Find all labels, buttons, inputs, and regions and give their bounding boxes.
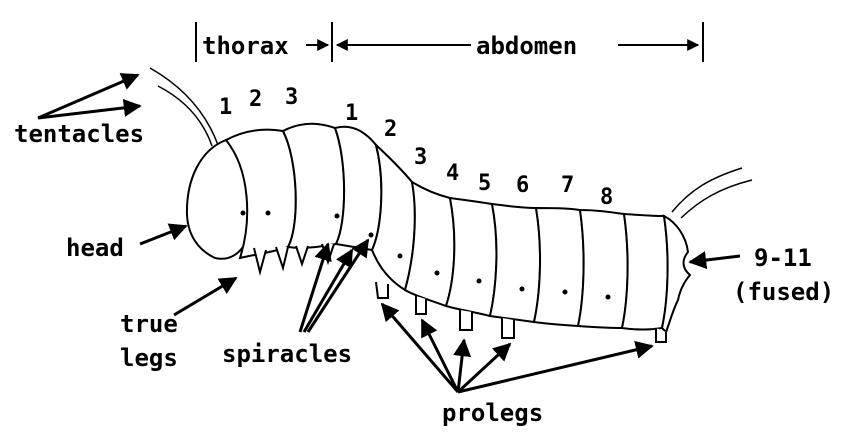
- thorax-segment-numbers: 1 2 3: [219, 85, 298, 120]
- spiracle-dot: [477, 279, 482, 284]
- spiracles-arrow-3: [308, 240, 368, 332]
- prolegs-arrow-1: [382, 304, 458, 392]
- abdomen-segment-3: [446, 198, 496, 316]
- caterpillar-body: [187, 124, 690, 332]
- proleg-3: [460, 310, 472, 330]
- segment-number: 2: [249, 87, 262, 112]
- fused-note-label: (fused): [733, 278, 834, 306]
- antenna-rear-2: [681, 180, 752, 218]
- true-legs-label-line2: legs: [120, 344, 178, 372]
- segment-number: 4: [446, 161, 459, 186]
- head-label: head: [66, 234, 124, 262]
- spiracle-dot: [369, 233, 374, 238]
- segment-number: 1: [219, 95, 232, 120]
- segment-number: 6: [516, 173, 529, 198]
- true-leg-3: [296, 246, 308, 264]
- abdomen-segment-4: [490, 204, 540, 322]
- proleg-1: [376, 282, 388, 298]
- abdomen-label: abdomen: [476, 32, 577, 60]
- tentacles-label: tentacles: [14, 120, 144, 148]
- thorax-label: thorax: [202, 32, 289, 60]
- segment-number: 2: [384, 117, 397, 142]
- abdomen-segment-6: [578, 210, 628, 328]
- segment-number: 1: [345, 101, 358, 126]
- head-arrow: [140, 226, 186, 244]
- proleg-2: [416, 296, 426, 314]
- segment-number: 8: [600, 185, 613, 210]
- spiracle-dot: [435, 271, 440, 276]
- spiracle-dot: [266, 211, 271, 216]
- spiracle-dot: [563, 290, 568, 295]
- spiracle-dot: [241, 211, 246, 216]
- spiracles-label: spiracles: [222, 340, 352, 368]
- segment-number: 3: [285, 85, 298, 110]
- segment-number: 5: [478, 171, 491, 196]
- fused-segments-label: 9-11: [754, 244, 812, 272]
- prolegs-arrow-5: [458, 346, 652, 392]
- antenna-rear-1: [672, 168, 742, 212]
- true-legs-label-line1: true: [120, 310, 178, 338]
- segment-number: 3: [414, 145, 427, 170]
- spiracle-dot: [398, 254, 403, 259]
- segment-number: 7: [561, 173, 574, 198]
- true-leg-1: [254, 248, 266, 272]
- fused-arrow: [690, 256, 740, 262]
- true-leg-2: [276, 247, 288, 268]
- spiracle-dot: [520, 287, 525, 292]
- region-brackets: thorax abdomen: [196, 22, 703, 62]
- true-legs-arrow: [174, 278, 236, 315]
- spiracle-dot: [606, 295, 611, 300]
- abdomen-segment-5: [534, 208, 584, 326]
- abdomen-segment-7: [622, 214, 668, 330]
- antenna-front-1: [150, 68, 218, 145]
- prolegs-arrow-3: [458, 340, 464, 392]
- spiracle-dot: [335, 214, 340, 219]
- prolegs-label: prolegs: [442, 399, 543, 427]
- proleg-4: [502, 318, 514, 338]
